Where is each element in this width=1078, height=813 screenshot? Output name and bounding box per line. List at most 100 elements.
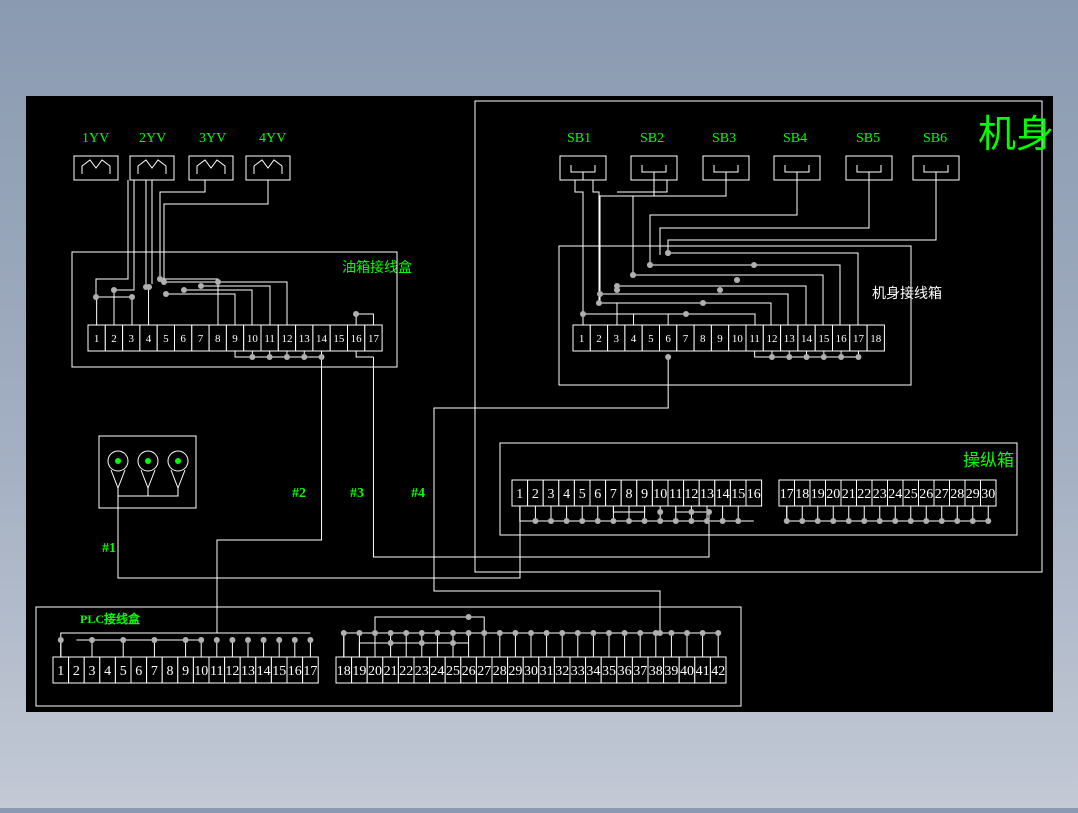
oil-box-terminal-label: 3 <box>129 333 135 345</box>
junction-node <box>923 518 930 524</box>
junction-node <box>672 518 679 524</box>
valve-coil-icon <box>81 159 111 174</box>
junction-node <box>229 637 236 643</box>
junction-node <box>266 354 273 360</box>
junction-node <box>260 637 267 643</box>
junction-node <box>814 518 821 524</box>
plc-box-a-terminal-label: 5 <box>120 664 127 679</box>
pushbutton-contact-icon <box>784 165 810 180</box>
control-box-a-terminal-label: 1 <box>516 487 523 502</box>
valve-coil-icon <box>196 159 226 174</box>
control-box-a-terminal-label: 9 <box>641 487 648 502</box>
junction-node <box>198 283 204 289</box>
plc-box-b-terminal-label: 22 <box>399 664 413 679</box>
junction-node <box>626 518 632 524</box>
plc-box-a-terminal-label: 11 <box>210 664 223 679</box>
junction-node <box>532 518 539 524</box>
valve-label-3: 3YV <box>199 131 226 146</box>
junction-node <box>182 637 189 643</box>
junction-node <box>580 311 586 317</box>
control-box-a-terminal-label: 8 <box>626 487 633 502</box>
body-box-terminal <box>866 324 885 352</box>
junction-node <box>496 630 503 636</box>
junction-node <box>876 518 883 524</box>
oil-box-label: 油箱接线盒 <box>342 259 412 276</box>
control-box-a-terminal-label: 16 <box>747 487 761 502</box>
body-box-terminal-label: 8 <box>700 333 706 345</box>
junction-node <box>938 518 945 524</box>
junction-node <box>954 518 961 524</box>
plc-box-a-terminal-label: 14 <box>257 664 271 679</box>
junction-node <box>574 630 581 636</box>
junction-node <box>528 630 534 636</box>
oil-box-terminal-label: 10 <box>247 333 259 345</box>
junction-node <box>768 354 775 360</box>
junction-node <box>340 630 347 636</box>
plc-box-b-terminal-label: 31 <box>540 664 554 679</box>
plc-box-a-terminal <box>302 656 319 684</box>
junction-node <box>715 630 722 636</box>
body-box-terminal-label: 18 <box>870 333 882 345</box>
junction-node <box>563 518 570 524</box>
indicator-lamp-marks <box>115 458 181 464</box>
oil-box-terminal-label: 9 <box>232 333 238 345</box>
control-box-b-terminal-label: 26 <box>919 487 933 502</box>
control-box-b-terminal-label: 22 <box>857 487 871 502</box>
plc-box-b-terminal-label: 41 <box>696 664 710 679</box>
junction-node <box>450 630 456 636</box>
control-box-a-terminal-label: 15 <box>731 487 745 502</box>
pushbutton-contact-icon <box>641 165 667 180</box>
body-box-terminal-label: 7 <box>683 333 689 345</box>
oil-box-terminal-label: 15 <box>333 333 345 345</box>
junction-node <box>198 637 205 643</box>
junction-node <box>621 630 628 636</box>
body-box-terminal-label: 10 <box>732 333 744 345</box>
junction-node <box>855 354 862 360</box>
valve-label-2: 2YV <box>139 131 166 146</box>
plc-box-b-terminal-label: 26 <box>462 664 476 679</box>
control-box-b-terminal-label: 20 <box>826 487 840 502</box>
junction-node <box>799 518 806 524</box>
junction-node <box>657 630 663 636</box>
control-box-a-terminal-label: 13 <box>700 487 714 502</box>
oil-box-terminal-label: 1 <box>94 333 100 345</box>
plc-box-b-terminal-label: 18 <box>337 664 351 679</box>
cable-label-2: #2 <box>292 486 306 501</box>
junction-node <box>783 518 790 524</box>
button-label-6: SB6 <box>923 131 947 146</box>
plc-box-b-terminal-label: 28 <box>493 664 507 679</box>
control-box-b-terminal-label: 27 <box>935 487 949 502</box>
junction-node <box>688 509 695 515</box>
junction-node <box>668 630 675 636</box>
oil-box-terminal-label: 13 <box>299 333 311 345</box>
junction-node <box>641 518 648 524</box>
body-box-terminal-label: 3 <box>614 333 620 345</box>
body-box-terminal-label: 4 <box>631 333 637 345</box>
control-box-a-terminal-label: 2 <box>532 487 539 502</box>
junction-node <box>683 311 689 317</box>
junction-node <box>786 354 793 360</box>
plc-box-b-terminal-label: 42 <box>711 664 725 679</box>
oil-box-terminal-label: 16 <box>351 333 363 345</box>
junction-node <box>861 518 868 524</box>
cable-label-1: #1 <box>102 541 116 556</box>
cable-label-3: #3 <box>350 486 364 501</box>
oil-box-terminal-label: 4 <box>146 333 152 345</box>
junction-node <box>684 630 690 636</box>
junction-node <box>614 287 620 293</box>
control-box-label: 操纵箱 <box>963 451 1014 470</box>
plc-box-b-terminal-label: 19 <box>352 664 366 679</box>
enclosures <box>35 155 1018 707</box>
control-box <box>499 442 1018 536</box>
junction-node <box>450 640 456 646</box>
body-box-terminal-label: 9 <box>717 333 723 345</box>
junction-node <box>151 637 158 643</box>
junction-node <box>387 640 394 646</box>
junction-node <box>512 630 519 636</box>
cable-label-4: #4 <box>411 486 425 501</box>
control-box-b-terminal-label: 29 <box>966 487 980 502</box>
junction-node <box>704 518 710 524</box>
button-label-1: SB1 <box>567 131 591 146</box>
